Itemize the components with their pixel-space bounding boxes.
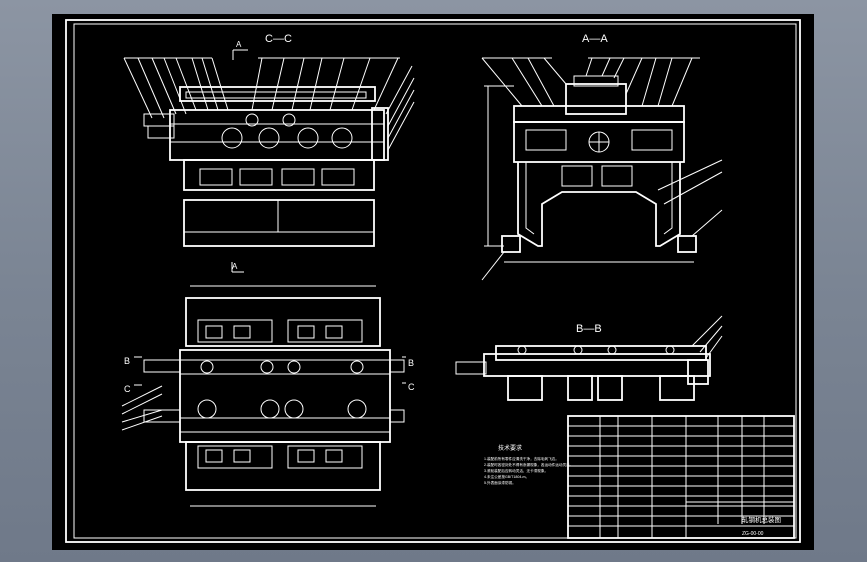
section-cc-label: C—C bbox=[265, 33, 292, 45]
notes-title: 技术要求 bbox=[498, 444, 522, 452]
outer-frame bbox=[65, 19, 801, 543]
title-block: 轧钢机总装图 ZG-00-00 bbox=[567, 415, 795, 539]
cad-drawing: C—C A bbox=[65, 19, 801, 543]
title-block-name: 轧钢机总装图 bbox=[742, 515, 781, 524]
section-bb-view: B—B bbox=[455, 315, 723, 401]
cut-mark-c-right: C bbox=[408, 382, 415, 392]
notes-line: 2.装配时各密封处不得有渗漏现象，各运动件运动灵活。 bbox=[484, 462, 573, 467]
cut-mark-a-top: A bbox=[236, 40, 242, 49]
section-aa-label: A—A bbox=[582, 33, 608, 45]
notes-line: 3.滚轮装配后应转动灵活，无卡滞现象。 bbox=[484, 468, 548, 473]
technical-notes: 技术要求 1.装配前所有零件应清洗干净，去除毛刺飞边。 2.装配时各密封处不得有… bbox=[484, 444, 573, 485]
notes-line: 5.外表面涂漆防锈。 bbox=[484, 480, 516, 485]
section-cc-view: C—C A bbox=[123, 33, 415, 247]
inner-frame bbox=[73, 23, 797, 539]
plan-view: A bbox=[121, 262, 415, 507]
section-bb-label: B—B bbox=[576, 323, 602, 335]
notes-line: 4.未注公差按GB/T1804-m。 bbox=[484, 474, 529, 479]
parts-list-grid bbox=[568, 425, 794, 527]
drawing-sheet: C—C A bbox=[52, 14, 814, 550]
notes-line: 1.装配前所有零件应清洗干净，去除毛刺飞边。 bbox=[484, 456, 559, 461]
section-aa-view: A—A bbox=[481, 33, 723, 281]
cut-mark-b-left: B bbox=[124, 356, 130, 366]
title-block-code: ZG-00-00 bbox=[742, 531, 764, 537]
cut-mark-a-bottom: A bbox=[232, 262, 238, 271]
cut-mark-b-right: B bbox=[408, 358, 414, 368]
cut-mark-c-left: C bbox=[124, 384, 131, 394]
